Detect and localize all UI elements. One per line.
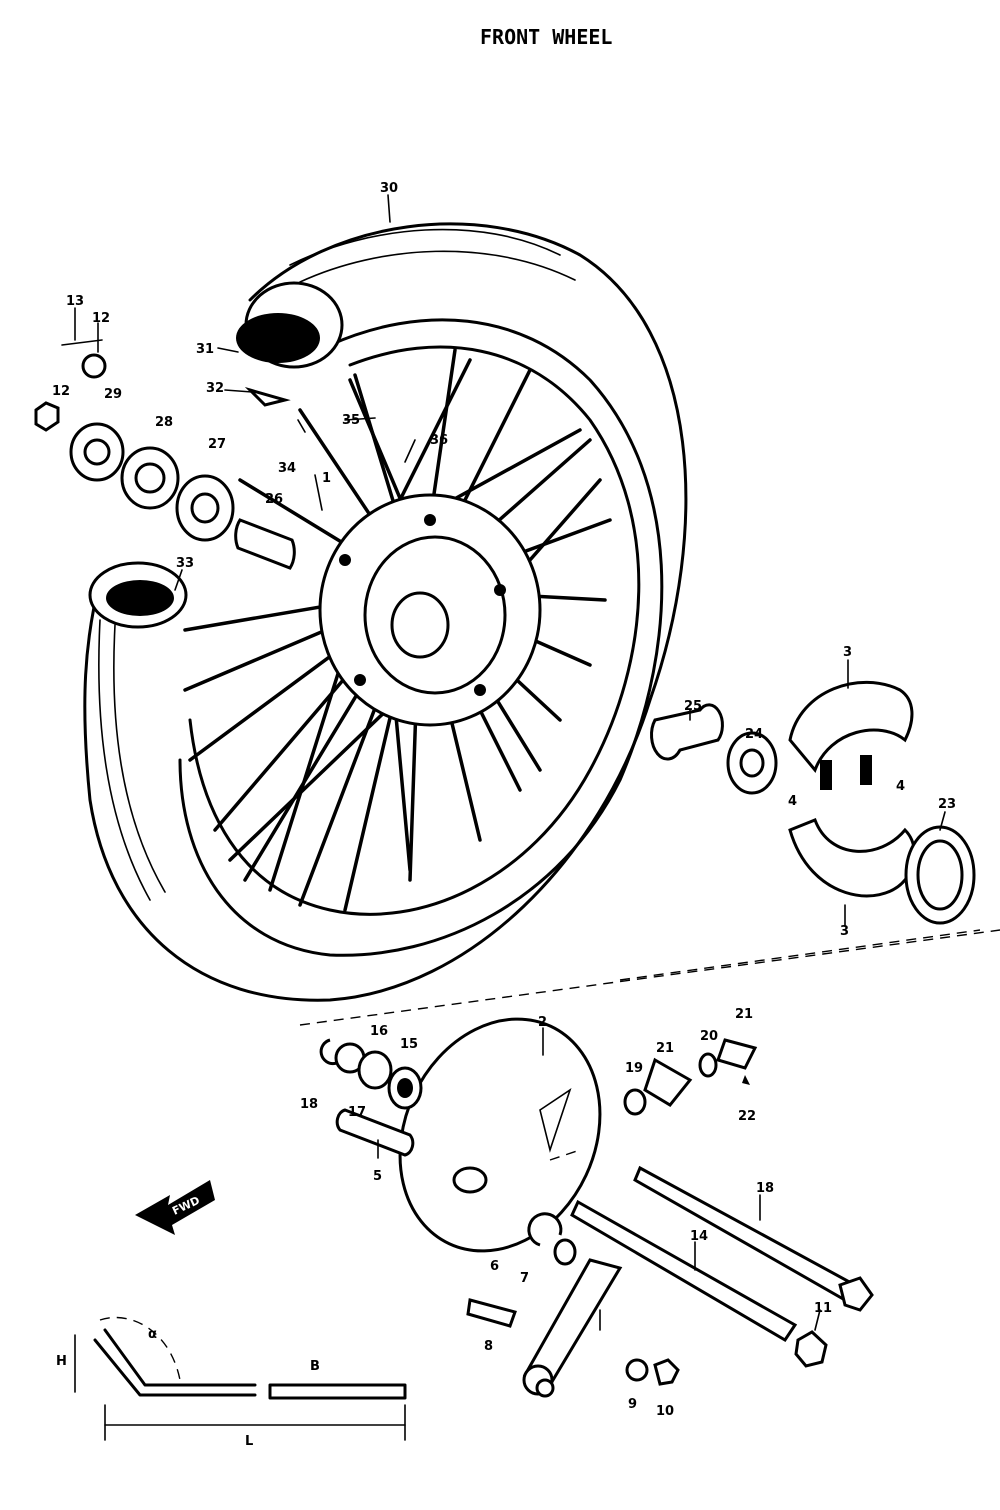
callout: 3 [843,645,852,660]
callout: 3 [840,924,849,939]
part-callouts: 1 2 3 3 4 4 5 6 7 8 9 10 11 12 12 13 14 … [52,181,956,1419]
callout-leaders [74,194,946,1331]
brake-assembly [649,680,976,925]
length-label: L [245,1434,253,1449]
callout: 6 [490,1259,499,1274]
callout: 2 [538,1015,547,1030]
callout: 16 [370,1024,388,1039]
left-hub-parts [34,339,306,570]
diagram-title: FRONT WHEEL [480,25,612,49]
callout: 21 [735,1007,753,1022]
callout: 31 [196,342,214,357]
callout: 36 [430,433,448,448]
callout: 4 [896,779,905,794]
axles-and-links [466,1165,874,1398]
callout: 23 [938,797,956,812]
callout: 15 [400,1037,418,1052]
callout: 1 [322,471,331,486]
callout: 34 [278,461,296,476]
bar-label: B [310,1359,320,1374]
callout: 18 [300,1097,318,1112]
callout: 18 [756,1181,774,1196]
spoke-detail: α L H B [56,1316,407,1449]
callout: 14 [690,1229,708,1244]
callout: 4 [788,794,797,809]
brake-panel [319,1017,758,1253]
callout: 7 [520,1271,529,1286]
wheel-rim [188,345,641,916]
callout: 22 [738,1109,756,1124]
callout: 24 [745,727,763,742]
callout: 30 [380,181,398,196]
callout: 5 [373,1169,382,1184]
callout: 32 [206,381,224,396]
callout: 17 [348,1105,366,1120]
callout: 20 [700,1029,718,1044]
callout: 25 [684,699,702,714]
height-label: H [56,1354,67,1369]
forward-arrow: FWD [135,1180,215,1235]
callout: 8 [484,1339,493,1354]
callout: 13 [66,294,84,309]
callout: 11 [814,1301,832,1316]
callout: 10 [656,1404,674,1419]
callout: 33 [176,556,194,571]
callout: 28 [155,415,173,430]
reference-lines [299,929,1000,1161]
callout: 12 [92,311,110,326]
front-tire [83,222,688,1002]
callout: 19 [625,1061,643,1076]
callout: 27 [208,437,226,452]
angle-label: α [148,1327,157,1342]
wheel-hub [318,493,542,727]
callout: 9 [628,1397,637,1412]
callout: 21 [656,1041,674,1056]
callout: 26 [265,492,283,507]
callout: 12 [52,384,70,399]
callout: 35 [342,413,360,428]
callout: 29 [104,387,122,402]
